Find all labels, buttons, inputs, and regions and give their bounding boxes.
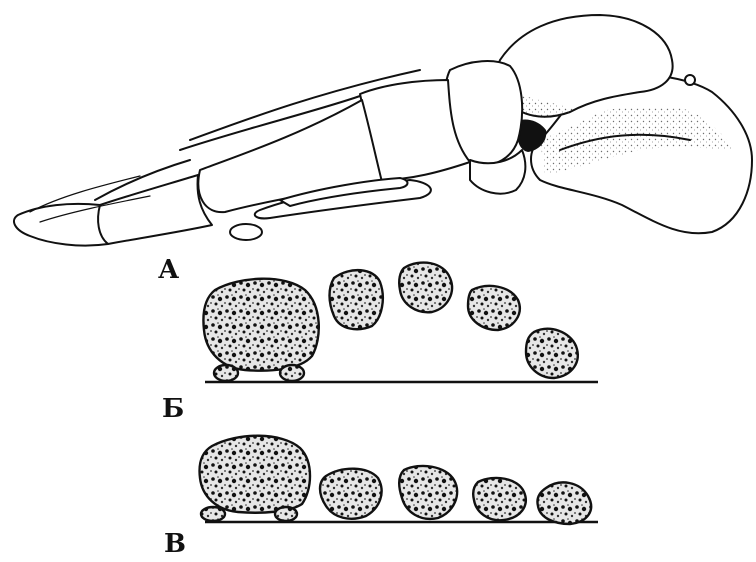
heel-pad-right-b <box>280 365 304 381</box>
heel-pad-left-b <box>214 365 238 381</box>
foot-skeleton-lateral-view <box>14 15 752 246</box>
panel-label-a: А <box>158 257 179 283</box>
calcaneus-section-v <box>200 436 311 513</box>
panel-label-v: В <box>164 531 186 557</box>
metatarsal-head-1-b <box>330 270 383 329</box>
metatarsal-head-3-b <box>468 286 520 330</box>
metatarsal-head-3-v <box>473 478 526 520</box>
panel-label-b: Б <box>162 396 184 422</box>
cross-section-normal-arch <box>203 263 598 382</box>
metatarsal-head-1-v <box>320 469 382 519</box>
talus-process <box>685 75 695 85</box>
sesamoid-bone <box>230 224 262 240</box>
heel-pad-right-v <box>275 507 297 521</box>
metatarsal-head-4-b <box>526 329 578 378</box>
metatarsal-head-2-b <box>399 263 452 313</box>
distal-phalanx <box>14 204 108 246</box>
proximal-phalanx <box>97 175 212 244</box>
metatarsal-head-2-v <box>399 466 457 519</box>
cross-section-flat-foot <box>200 436 599 524</box>
heel-pad-left-v <box>201 507 225 521</box>
metatarsal-head-4-v <box>537 482 591 524</box>
calcaneus-section-b <box>203 279 318 371</box>
